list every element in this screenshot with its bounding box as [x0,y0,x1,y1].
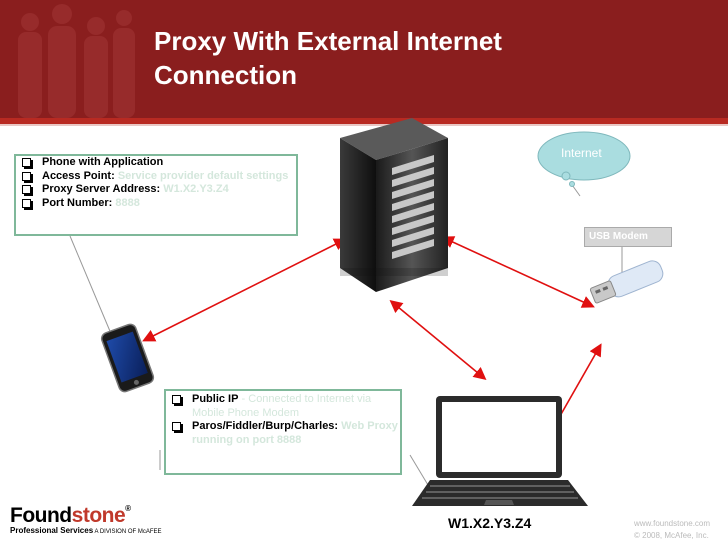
logo-wordmark: Foundstone® [10,504,162,528]
header-divider-shadow [0,124,728,126]
phone-config-box: Phone with Application Access Point: Ser… [14,154,298,236]
title-line-1: Proxy With External Internet [154,26,502,56]
checkbox-bullet-icon [172,422,181,431]
proxy-tools-label: Paros/Fiddler/Burp/Charles: [192,420,339,432]
slide-title: Proxy With External Internet Connection [154,24,502,92]
port-number-value: 8888 [115,196,140,209]
logo-sub-main: Professional Services [10,526,94,535]
logo-sub-small: A DIVISION OF McAFEE [93,529,162,535]
usb-modem-label: USB Modem [584,227,672,247]
proxy-tools-item: Paros/Fiddler/Burp/Charles: Web Proxy ru… [166,420,400,447]
access-point-item: Access Point: Service provider default s… [16,170,296,184]
public-ip-item: Public IP - Connected to Internet via Mo… [166,393,400,420]
checkbox-bullet-icon [22,185,31,194]
port-number-label: Port Number: [42,196,113,209]
proxy-address-item: Proxy Server Address: W1.X2.Y3.Z4 [16,183,296,197]
server-icon [340,118,448,292]
access-point-value: Service provider default settings [117,169,289,182]
slide-header: Proxy With External Internet Connection [0,0,728,118]
internet-cloud-icon [537,131,631,187]
proxy-address-label: Proxy Server Address: [42,183,161,195]
port-number-item: Port Number: 8888 [16,197,296,211]
public-ip-value: - Connected to Internet via Mobile Phone… [192,393,372,419]
footer-url: www.foundstone.com [634,519,711,528]
logo-reg-mark: ® [125,504,131,513]
proxy-address-value: W1.X2.Y3.Z4 [163,183,229,195]
checkbox-bullet-icon [172,395,181,404]
logo-word-b: stone [71,504,126,527]
phone-icon [100,323,155,393]
phone-to-box-line [69,235,113,337]
title-line-2: Connection [154,60,297,90]
arrow-server-usb [441,236,595,308]
arrow-phone-server [142,238,347,342]
access-point-label: Access Point: [42,169,115,182]
foundstone-logo: Foundstone® Professional Services A DIVI… [10,504,162,535]
phone-item-label: Phone with Application [42,156,164,168]
laptop-config-box: Public IP - Connected to Internet via Mo… [164,389,402,475]
laptop-icon [412,396,588,506]
slide-footer: www.foundstone.com © 2008, McAfee, Inc. [634,518,710,542]
internet-label: Internet [561,146,602,160]
header-silhouettes [18,4,135,118]
checkbox-bullet-icon [22,158,31,167]
logo-word-a: Found [10,504,72,527]
public-ip-label: Public IP [192,393,239,405]
phone-item: Phone with Application [16,156,296,170]
logo-subtitle: Professional Services A DIVISION OF McAF… [10,526,162,535]
checkbox-bullet-icon [22,171,31,181]
footer-copyright: © 2008, McAfee, Inc. [634,531,709,540]
proxy-tools-value: Web Proxy running on port 8888 [192,420,398,446]
arrow-server-laptop [389,299,487,381]
checkbox-bullet-icon [22,198,31,208]
laptop-ip-label: W1.X2.Y3.Z4 [448,515,532,531]
usb-modem-icon [589,260,664,304]
header-divider [0,118,728,124]
